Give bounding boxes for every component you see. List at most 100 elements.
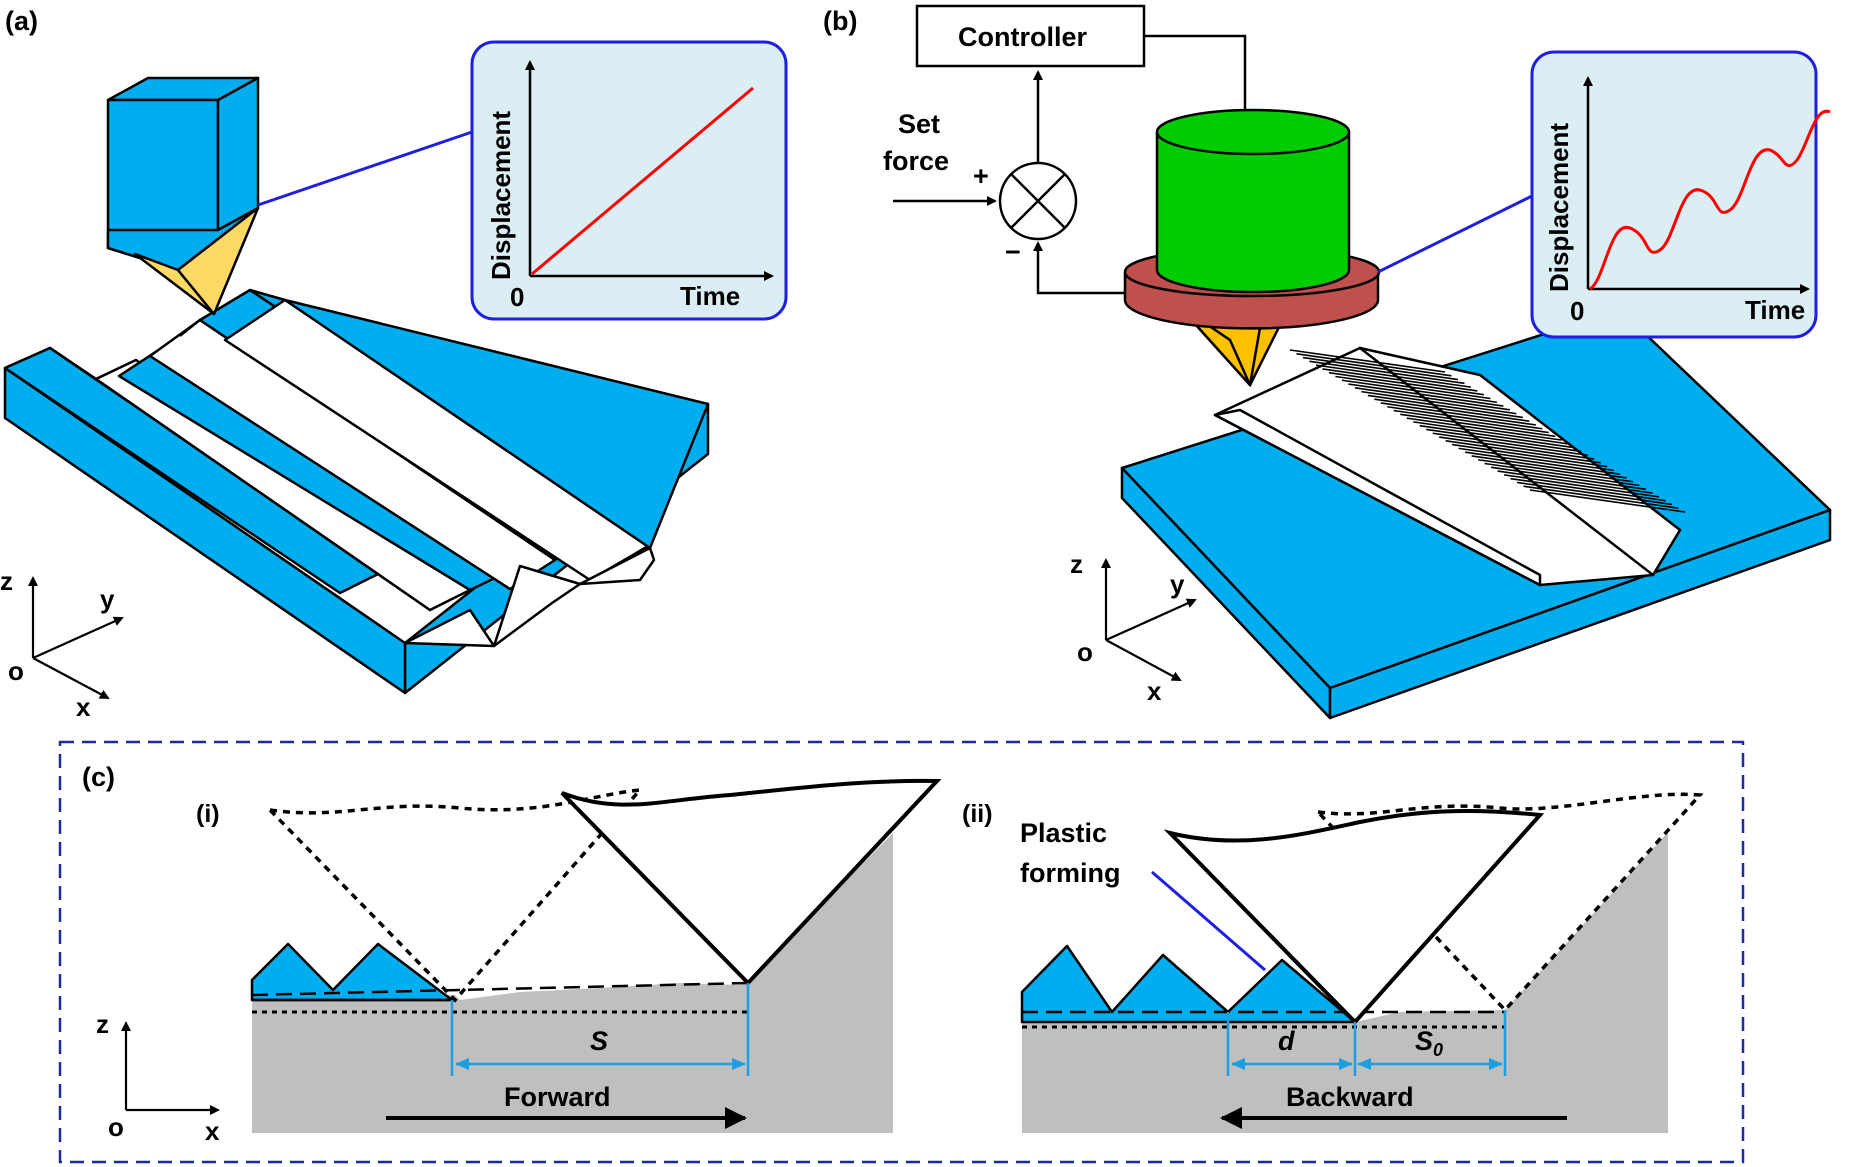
hatch-line	[1380, 402, 1536, 426]
axis-a-y: y	[100, 584, 115, 614]
graph-a-xlabel: Time	[680, 281, 740, 311]
grooved-workpiece	[3, 288, 710, 695]
plastic-forming-2: forming	[1020, 858, 1121, 888]
summing-junction	[998, 161, 1078, 241]
hatch-line	[1497, 470, 1653, 494]
hatch-line	[1393, 409, 1549, 434]
hatch-line	[1490, 466, 1647, 491]
graph-b-origin: 0	[1570, 296, 1584, 326]
axes-b: z y o x	[1070, 549, 1197, 706]
groove-hatching	[1289, 349, 1686, 513]
graph-b: Displacement Time 0	[1530, 50, 1831, 339]
graph-a-ylabel: Displacement	[486, 111, 516, 280]
panel-c: (c) (i) S Forward z o x (ii)	[58, 740, 1745, 1164]
s0-label: S0	[1415, 1026, 1443, 1060]
hatch-line	[1309, 360, 1465, 385]
set-force-label-1: Set	[898, 109, 940, 139]
plastic-forming-1: Plastic	[1020, 818, 1107, 848]
hatch-line	[1477, 458, 1634, 483]
ghost-tool-ii	[1313, 792, 1704, 1013]
controller-label: Controller	[958, 22, 1087, 52]
sub-ii-label: (ii)	[962, 800, 993, 828]
hatch-line	[1322, 368, 1478, 392]
hatch-line	[1406, 417, 1562, 441]
hatch-line	[1400, 413, 1556, 438]
hatch-line	[1503, 474, 1660, 498]
hatch-line	[1516, 481, 1673, 506]
hatch-line	[1523, 485, 1679, 510]
oscillating-displacement-curve	[1588, 109, 1831, 291]
hatch-line	[1419, 424, 1575, 449]
hatch-line	[1510, 477, 1666, 502]
graph-a: Displacement Time 0	[470, 40, 788, 321]
graph-b-xlabel: Time	[1745, 295, 1805, 325]
hatch-line	[1465, 451, 1621, 475]
hatch-line	[1445, 440, 1601, 464]
hatch-line	[1361, 390, 1517, 415]
graph-b-ylabel: Displacement	[1544, 123, 1574, 292]
graph-a-box	[470, 40, 788, 321]
s0-subscript: 0	[1433, 1040, 1443, 1060]
hatch-line	[1458, 447, 1614, 472]
axis-b-y: y	[1170, 569, 1185, 599]
forward-label: Forward	[504, 1082, 611, 1112]
tool-i	[560, 778, 942, 986]
axes-c: z o x	[96, 1009, 220, 1146]
graph-connector-a	[257, 130, 473, 207]
graph-a-origin: 0	[510, 282, 524, 312]
graph-connector-b	[1377, 194, 1533, 274]
material-ii	[1022, 832, 1668, 1133]
workpiece-plate	[1120, 308, 1832, 720]
d-label: d	[1278, 1026, 1295, 1056]
hatch-line	[1529, 489, 1686, 513]
hatch-line	[1452, 443, 1608, 468]
axis-c-x: x	[205, 1116, 220, 1146]
hatch-line	[1471, 455, 1627, 479]
hatch-line	[1484, 462, 1640, 487]
panel-b-label: (b)	[823, 6, 857, 36]
hatch-line	[1439, 436, 1595, 460]
axis-a-x: x	[76, 692, 91, 722]
hatch-line	[1341, 379, 1498, 404]
hatch-line	[1367, 394, 1523, 419]
panel-a-label: (a)	[5, 6, 38, 36]
panel-c-label: (c)	[82, 762, 115, 792]
s-label: S	[590, 1026, 608, 1056]
sub-i-label: (i)	[196, 800, 220, 828]
tool-holder	[106, 76, 260, 316]
hatch-line	[1426, 428, 1582, 453]
hatch-line	[1354, 387, 1510, 411]
plus-sign: +	[973, 161, 989, 191]
hatch-line	[1328, 371, 1485, 396]
axis-b-z: z	[1070, 549, 1083, 579]
hatch-line	[1296, 352, 1452, 377]
tool-ii	[1163, 808, 1545, 1025]
backward-label: Backward	[1286, 1082, 1414, 1112]
panel-c-frame	[58, 740, 1745, 1164]
hatch-line	[1315, 364, 1472, 388]
hatch-line	[1432, 432, 1588, 457]
hatch-line	[1289, 349, 1446, 373]
axis-b-o: o	[1077, 637, 1093, 667]
axis-a-z: z	[0, 566, 13, 596]
hatch-line	[1413, 421, 1569, 445]
axes-a: z y o x	[0, 566, 124, 722]
panel-a: (a)	[0, 6, 788, 722]
hatch-line	[1374, 398, 1530, 422]
hatch-line	[1302, 356, 1459, 381]
axis-c-o: o	[108, 1112, 124, 1142]
hatch-line	[1348, 383, 1504, 407]
set-force-label-2: force	[883, 146, 949, 176]
minus-sign: −	[1005, 237, 1021, 267]
panel-b: (b) Controller Set force + −	[823, 4, 1832, 720]
hatch-line	[1335, 375, 1491, 400]
ghost-tool-i	[265, 787, 645, 1003]
controller-box	[915, 4, 1146, 68]
hatch-line	[1387, 405, 1543, 430]
axis-b-x: x	[1147, 676, 1162, 706]
plastic-forming-pointer	[1151, 870, 1266, 972]
axis-a-o: o	[8, 656, 24, 686]
axis-c-z: z	[96, 1009, 109, 1039]
actuator	[1123, 108, 1381, 388]
